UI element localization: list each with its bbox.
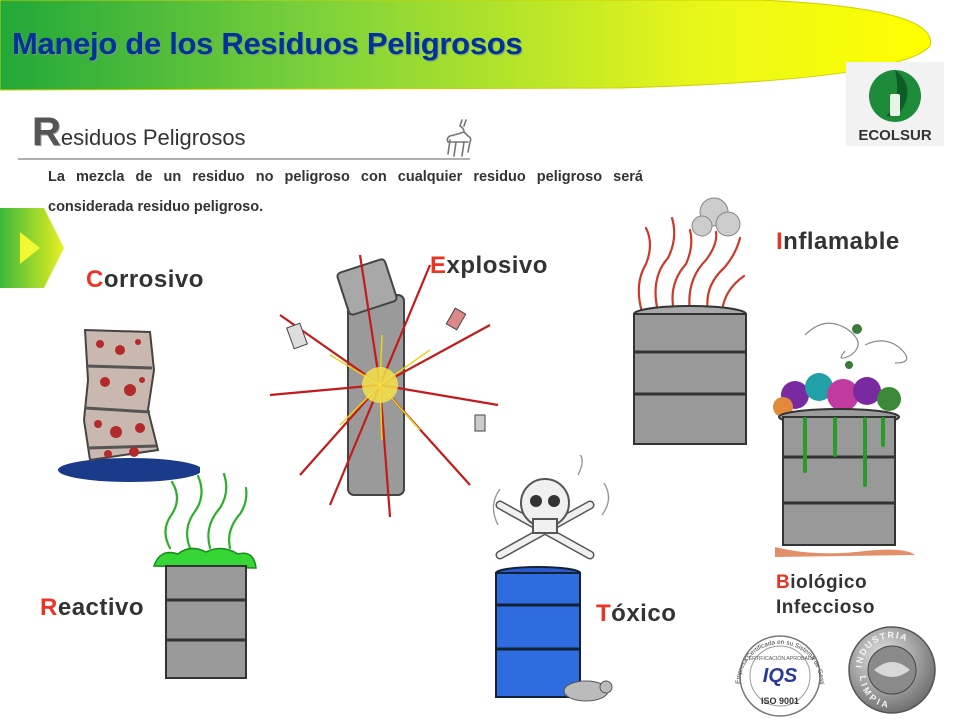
reactive-barrel-illustration xyxy=(152,472,257,679)
iqs-iso-code: ISO 9001 xyxy=(761,696,799,706)
corrosive-barrel-illustration xyxy=(58,328,200,482)
intro-paragraph: La mezcla de un residuo no peligroso con… xyxy=(48,169,643,215)
title-banner xyxy=(0,0,931,91)
ecolsur-logo: ECOLSUR xyxy=(846,62,944,146)
explosive-barrel-illustration xyxy=(270,255,499,518)
label-inflamable: Inflamable xyxy=(776,228,900,255)
side-arrow-tab xyxy=(0,208,64,288)
section-subtitle: Residuos Peligrosos xyxy=(32,110,246,155)
label-reactivo: Reactivo xyxy=(40,594,145,621)
biological-barrel-illustration xyxy=(773,322,915,557)
label-toxico: Tóxico xyxy=(596,600,677,627)
slide-title: Manejo de los Residuos Peligrosos xyxy=(12,26,523,61)
subtitle-initial: R xyxy=(32,110,61,154)
label-explosivo: Explosivo xyxy=(430,252,548,279)
ecolsur-logo-text: ECOLSUR xyxy=(858,127,932,144)
iqs-brand: IQS xyxy=(763,665,798,687)
label-corrosivo: Corrosivo xyxy=(86,266,204,293)
subtitle-rest: esiduos Peligrosos xyxy=(60,125,246,150)
iqs-seal-mid-text: CERTIFICACIÓN APROBADA xyxy=(745,655,816,662)
toxic-barrel-illustration xyxy=(492,455,613,702)
subtitle-underline xyxy=(18,158,470,160)
iqs-certification-seal: Empresa Certificada en su Sistema de Ges… xyxy=(726,630,825,717)
deer-icon xyxy=(446,119,472,157)
flammable-barrel-illustration xyxy=(633,197,747,445)
industria-limpia-seal: INDUSTRIA LIMPIA xyxy=(848,626,936,714)
